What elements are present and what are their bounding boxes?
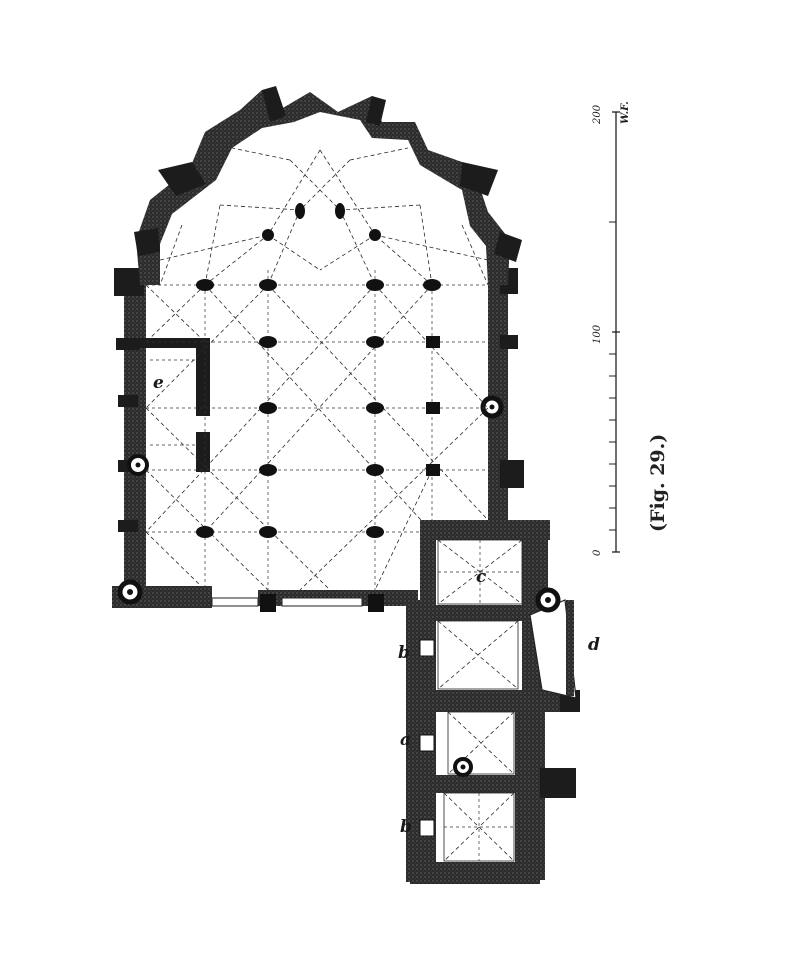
nave-piers: [196, 203, 441, 612]
scale-label-0: 0: [592, 549, 603, 556]
label-b-lower: b: [400, 817, 412, 837]
label-d: d: [588, 635, 600, 655]
church-main-body: [112, 86, 524, 612]
label-c: c: [476, 567, 487, 587]
apse-wall: [136, 90, 510, 285]
north-wall: [124, 285, 146, 590]
west-portal: [211, 597, 259, 607]
west-portal-2: [281, 597, 363, 607]
annex-south-wall: [410, 862, 540, 884]
label-a: a: [400, 730, 411, 750]
scale-label-200: 200: [592, 104, 603, 125]
nave-vaulting: [145, 270, 489, 591]
scale-label-100: 100: [592, 324, 603, 344]
label-e: e: [153, 373, 164, 393]
scale-bar: 0 100 200 W.F.: [592, 101, 631, 556]
figure-caption: (Fig. 29.): [647, 434, 669, 532]
scale-unit: W.F.: [620, 101, 631, 124]
label-b-upper: b: [398, 643, 410, 663]
annex-block: [406, 520, 580, 884]
apse-vaulting: [159, 147, 489, 286]
